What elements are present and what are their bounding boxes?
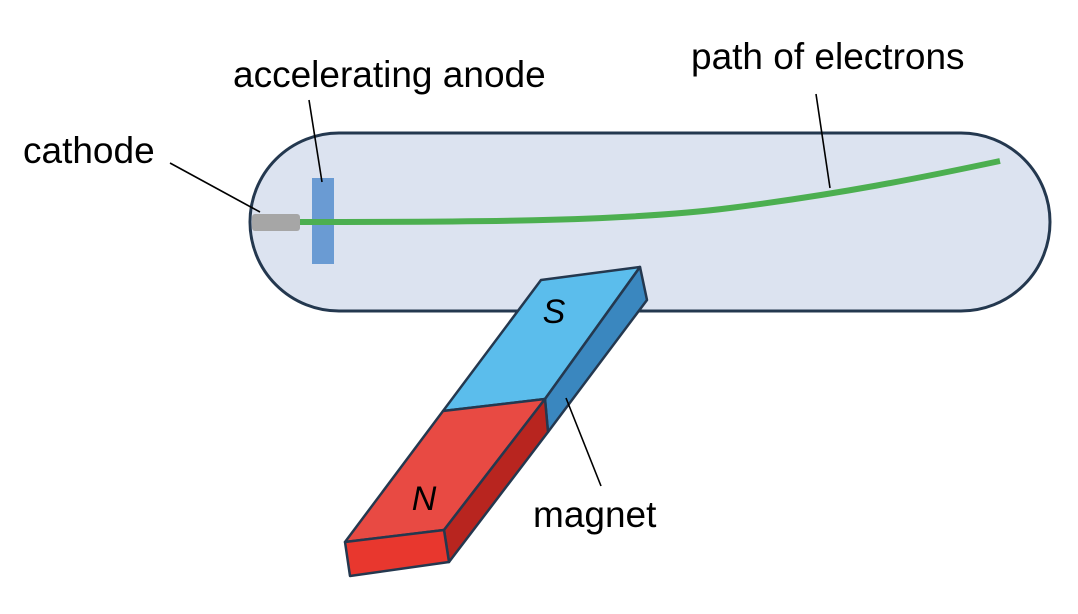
accelerating-anode-label: accelerating anode <box>233 54 546 95</box>
magnet-label: magnet <box>533 494 657 535</box>
cathode-element <box>252 214 300 231</box>
path-leader-line <box>815 93 831 189</box>
north-pole-letter: N <box>412 480 437 518</box>
magnet-leader-line <box>565 397 602 487</box>
anode-leader-line <box>308 99 323 183</box>
cathode-label: cathode <box>23 130 155 171</box>
magnet-north-end-face <box>343 528 451 578</box>
cathode-leader-line <box>169 162 261 213</box>
path-of-electrons-label: path of electrons <box>691 36 965 77</box>
south-pole-letter: S <box>543 293 566 331</box>
electron-beam-path <box>299 158 1001 225</box>
vacuum-tube <box>248 131 1052 313</box>
